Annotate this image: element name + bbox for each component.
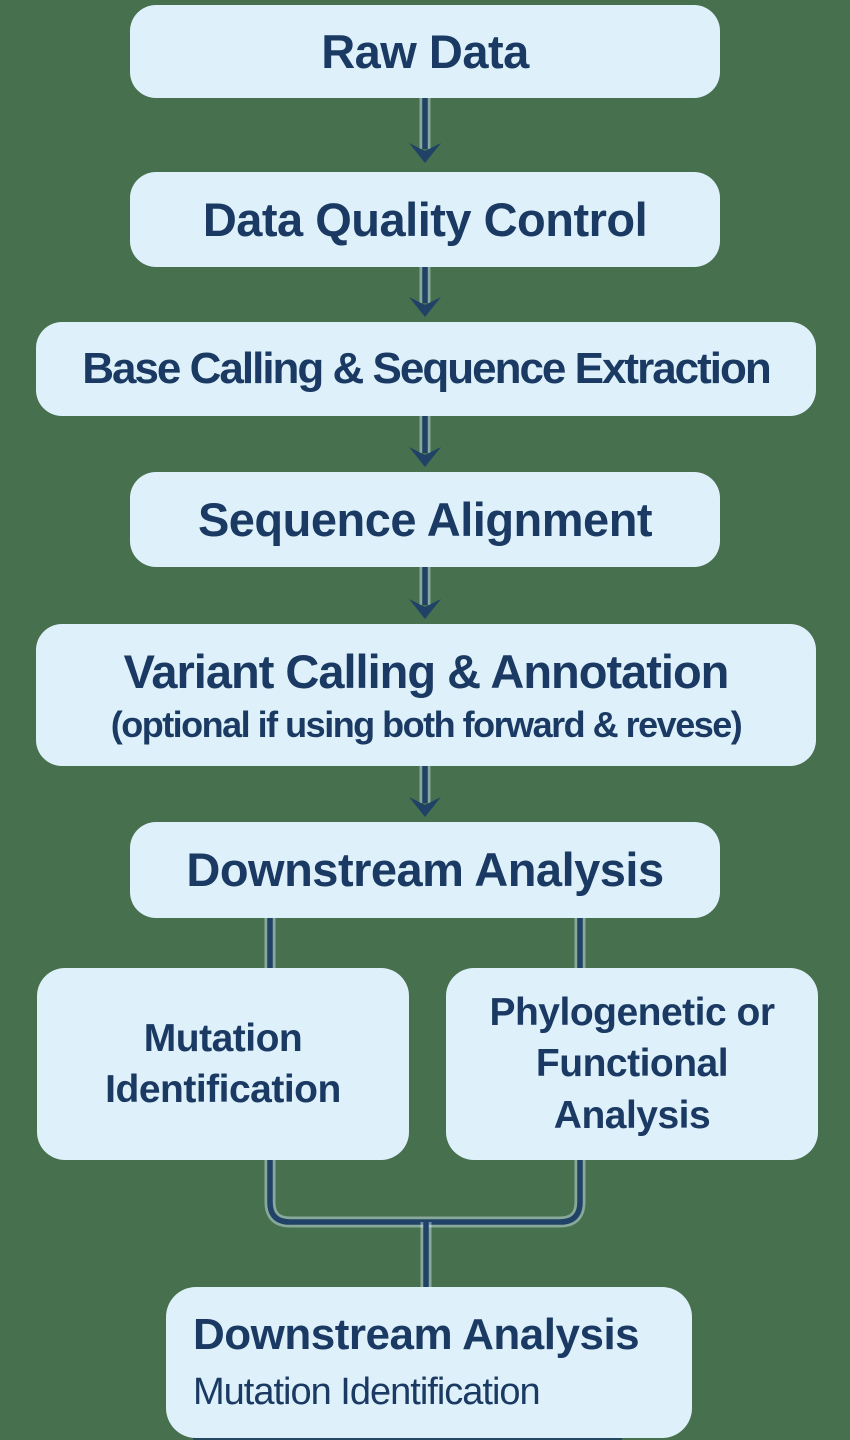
node-label: Downstream Analysis [193, 1310, 640, 1360]
node-label: Base Calling & Sequence Extraction [82, 343, 772, 393]
node-sequence-alignment: Sequence Alignment [130, 472, 720, 567]
node-variant-calling-annotation: Variant Calling & Annotation (optional i… [36, 624, 816, 766]
node-raw-data: Raw Data [130, 5, 720, 98]
node-sublabel: Mutation Identification [193, 1370, 541, 1413]
node-label: Sequence Alignment [197, 492, 653, 546]
node-base-calling-sequence-extraction: Base Calling & Sequence Extraction [36, 322, 816, 416]
arrow-down-icon [409, 266, 441, 317]
node-label: Mutation Identification [105, 1016, 341, 1111]
node-mutation-identification: Mutation Identification [37, 968, 409, 1160]
node-label: Raw Data [321, 24, 529, 78]
node-label: Phylogenetic or Functional Analysis [489, 990, 775, 1137]
node-final-downstream-analysis: Downstream Analysis Mutation Identificat… [166, 1287, 692, 1438]
arrow-down-icon [409, 566, 441, 619]
node-label: Variant Calling & Annotation [123, 645, 730, 699]
merge-connector [264, 1159, 586, 1228]
node-downstream-analysis: Downstream Analysis [130, 822, 720, 918]
node-data-quality-control: Data Quality Control [130, 172, 720, 267]
node-sublabel: (optional if using both forward & revese… [110, 703, 743, 745]
node-label: Data Quality Control [202, 192, 648, 246]
arrow-down-icon [409, 415, 441, 467]
node-label: Downstream Analysis [186, 843, 664, 897]
node-phylogenetic-or-functional-analysis: Phylogenetic or Functional Analysis [446, 968, 818, 1160]
arrow-down-icon [409, 97, 441, 163]
arrow-down-icon [409, 765, 441, 817]
